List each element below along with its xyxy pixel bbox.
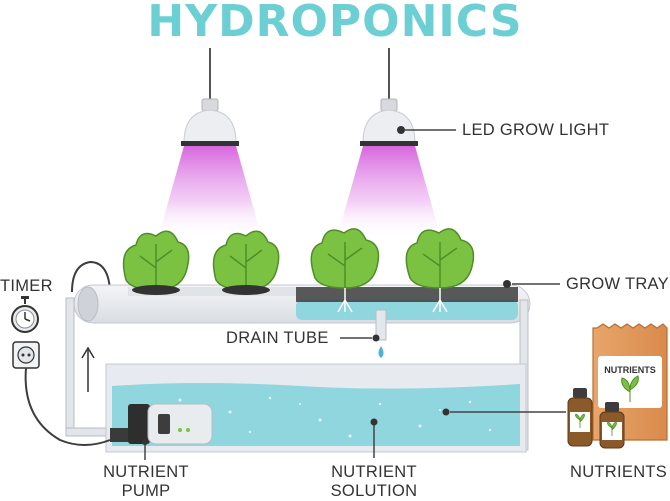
label-timer: TIMER xyxy=(0,277,53,295)
grow-tray xyxy=(73,284,531,324)
timer-icon xyxy=(11,296,39,333)
page-title: HYDROPONICS xyxy=(147,0,523,47)
label-led-grow-light: LED GROW LIGHT xyxy=(462,121,610,139)
label-drain-tube: DRAIN TUBE xyxy=(226,329,329,347)
label-nutrients: NUTRIENTS xyxy=(570,463,668,481)
lettuce-icon xyxy=(310,228,380,313)
lettuce-icon xyxy=(212,230,280,295)
drain-tube xyxy=(375,309,387,358)
label-grow-tray: GROW TRAY xyxy=(566,275,669,293)
grow-light-glow xyxy=(158,146,262,238)
lamp-icon xyxy=(337,48,441,238)
pump-icon xyxy=(110,403,213,445)
lamp-icon xyxy=(158,48,262,238)
label-nutrient-pump-line1: NUTRIENT xyxy=(103,463,189,481)
bag-label: NUTRIENTS xyxy=(604,365,656,375)
label-nutrient-solution-line2: SOLUTION xyxy=(330,482,418,500)
nutrient-bottle-icon xyxy=(599,402,625,449)
lettuce-icon xyxy=(122,230,190,295)
grow-light-glow xyxy=(337,146,441,238)
label-nutrient-solution-line1: NUTRIENT xyxy=(331,463,417,481)
label-nutrient-pump-line2: PUMP xyxy=(121,482,171,500)
water-drop-icon xyxy=(378,346,384,358)
power-socket-icon xyxy=(12,341,40,369)
nutrient-bottle-icon xyxy=(567,388,593,447)
lettuce-icon xyxy=(405,228,475,313)
arrow-up-icon xyxy=(81,346,95,392)
